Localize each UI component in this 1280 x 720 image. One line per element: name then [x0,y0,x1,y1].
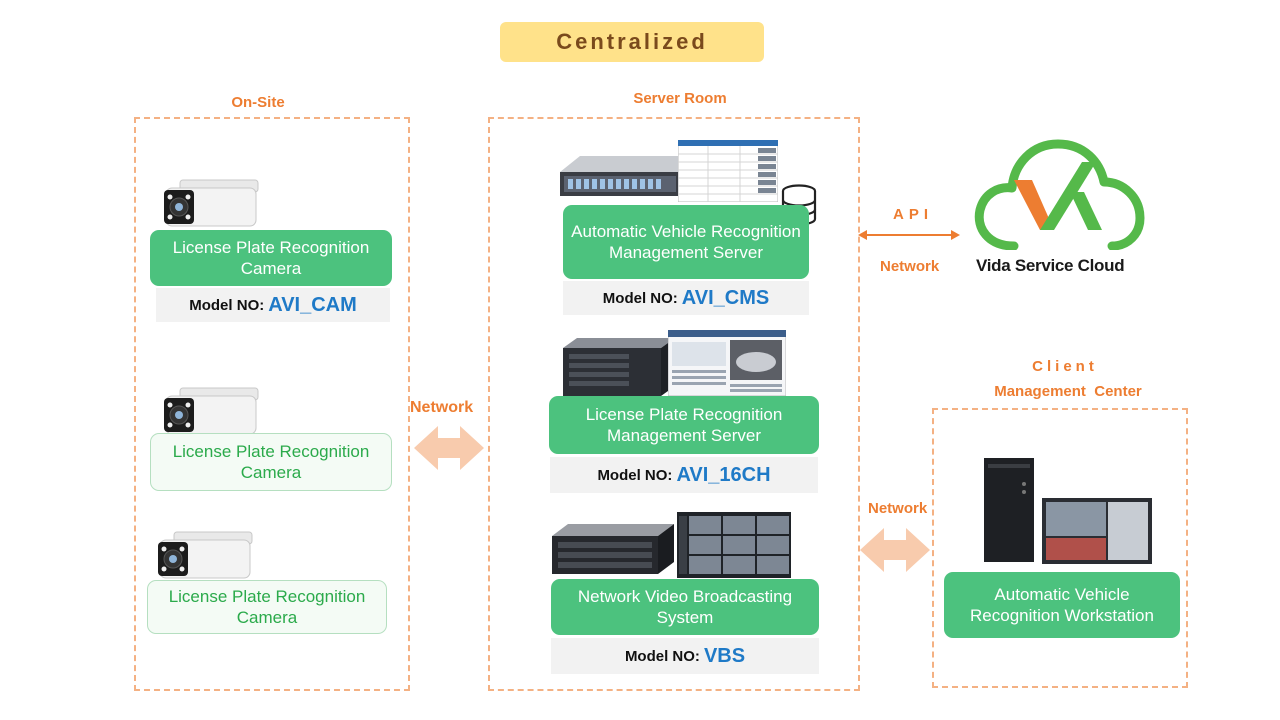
double-arrow-icon [860,528,930,572]
nvr-box-icon [552,524,674,574]
server-3-model-row: Model NO: VBS [551,638,819,674]
model-value: AVI_CMS [681,286,770,309]
model-value: VBS [703,644,746,667]
server-2-box: License Plate Recognition Management Ser… [549,396,819,454]
camera-model-row: Model NO: AVI_CAM [156,288,390,322]
software-screenshot-icon [678,140,778,202]
model-label: Model NO: [602,289,678,307]
server-1-box: Automatic Vehicle Recognition Management… [563,205,809,279]
diagram-title: Centralized [500,22,764,62]
camera-icon [164,387,259,435]
server-room-label: Server Room [633,90,727,107]
server-2-model-row: Model NO: AVI_16CH [550,457,818,493]
model-label: Model NO: [189,296,265,314]
workstation-box: Automatic Vehicle Recognition Workstatio… [944,572,1180,638]
api-network-label: Network [880,258,940,275]
client-label-line2: Management Center [994,383,1142,400]
api-label: API [893,206,934,223]
camera-icon [164,179,259,227]
double-arrow-icon [414,426,484,470]
tower-server-icon [563,338,675,396]
camera-icon [158,531,253,579]
server-3-box: Network Video Broadcasting System [551,579,819,635]
model-value: AVI_CAM [268,293,357,316]
model-label: Model NO: [597,466,673,484]
client-network-label: Network [868,500,928,517]
api-arrow-icon [858,230,960,240]
onsite-label: On-Site [231,94,285,111]
model-value: AVI_16CH [676,463,771,486]
onsite-network-label: Network [410,399,474,416]
server-1-model-row: Model NO: AVI_CMS [563,281,809,315]
onsite-zone [134,117,410,691]
workstation-icon [984,458,1152,564]
client-label-line1: Client [1032,358,1098,375]
software-screenshot-icon [668,330,786,396]
camera-3-box: License Plate Recognition Camera [147,580,387,634]
client-zone [932,408,1188,688]
camera-1-box: License Plate Recognition Camera [150,230,392,286]
server-room-zone [488,117,860,691]
cloud-logo-icon [974,139,1145,250]
video-wall-screenshot-icon [677,512,791,578]
camera-2-box: License Plate Recognition Camera [150,433,392,491]
cloud-name: Vida Service Cloud [976,256,1125,275]
rack-server-icon [560,156,700,196]
model-label: Model NO: [624,647,700,665]
